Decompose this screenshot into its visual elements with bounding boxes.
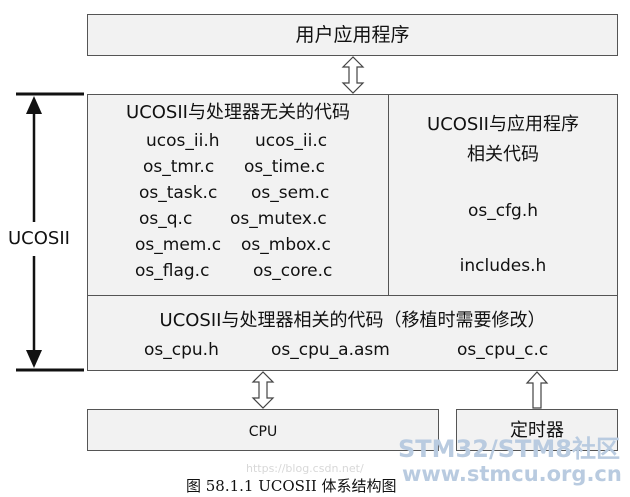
figure-caption: 图 58.1.1 UCOSII 体系结构图: [186, 477, 397, 495]
app-layer-label: 用户应用程序: [295, 24, 410, 46]
file-item: os_time.c: [244, 157, 325, 177]
cpu-box: CPU: [87, 409, 439, 451]
arrow-up-timer-icon: [525, 371, 549, 409]
file-item: os_flag.c: [135, 261, 210, 281]
watermark-line2: www.stmcu.org.cn: [402, 462, 622, 486]
bracket-arrow-up-icon: [26, 96, 42, 114]
ucosii-label: UCOSII: [8, 228, 70, 249]
double-arrow-cpu-icon: [251, 371, 275, 409]
file-item: os_mbox.c: [241, 235, 331, 255]
file-item: os_task.c: [139, 183, 218, 203]
file-item: os_cpu.h: [144, 340, 219, 360]
independent-code-section: UCOSII与处理器无关的代码 ucos_ii.h os_tmr.c os_ta…: [88, 95, 388, 294]
bracket-arrow-down-icon: [26, 350, 42, 368]
file-item: os_cfg.h: [467, 201, 539, 221]
cpu-related-code-section: UCOSII与处理器相关的代码（移植时需要修改） os_cpu.h os_cpu…: [88, 295, 617, 370]
cpu-related-title: UCOSII与处理器相关的代码（移植时需要修改）: [159, 310, 546, 331]
file-item: ucos_ii.c: [255, 131, 328, 151]
double-arrow-app-icon: [341, 56, 365, 94]
file-item: os_cpu_a.asm: [271, 340, 390, 360]
file-item: os_mutex.c: [230, 209, 327, 229]
file-item: includes.h: [459, 256, 547, 276]
timer-box: 定时器: [456, 409, 618, 451]
ucosii-main-box: [87, 94, 618, 371]
app-related-title-line2: 相关代码: [467, 144, 539, 165]
app-related-code-section: UCOSII与应用程序 相关代码 os_cfg.h includes.h: [389, 95, 617, 294]
file-item: os_tmr.c: [143, 157, 215, 177]
watermark-blog: https://blog.csdn.net/: [246, 462, 364, 475]
cpu-label: CPU: [248, 424, 278, 440]
file-item: os_core.c: [253, 261, 333, 281]
timer-label: 定时器: [510, 420, 564, 441]
independent-code-title: UCOSII与处理器无关的代码: [126, 102, 350, 123]
file-item: os_cpu_c.c: [457, 340, 549, 360]
file-item: os_q.c: [139, 209, 193, 229]
file-item: os_sem.c: [251, 183, 330, 203]
watermark-line1: STM32/STM8社区: [398, 435, 620, 463]
file-item: ucos_ii.h: [146, 131, 220, 151]
file-item: os_mem.c: [135, 235, 222, 255]
app-related-title-line1: UCOSII与应用程序: [427, 114, 579, 135]
app-layer-box: 用户应用程序: [87, 14, 618, 56]
